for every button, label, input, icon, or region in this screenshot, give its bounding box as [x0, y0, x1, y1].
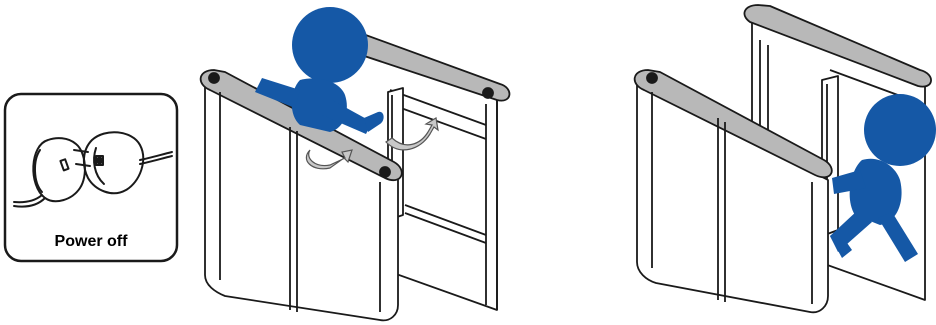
power-off-panel: Power off — [5, 94, 177, 261]
power-off-label: Power off — [55, 233, 129, 250]
